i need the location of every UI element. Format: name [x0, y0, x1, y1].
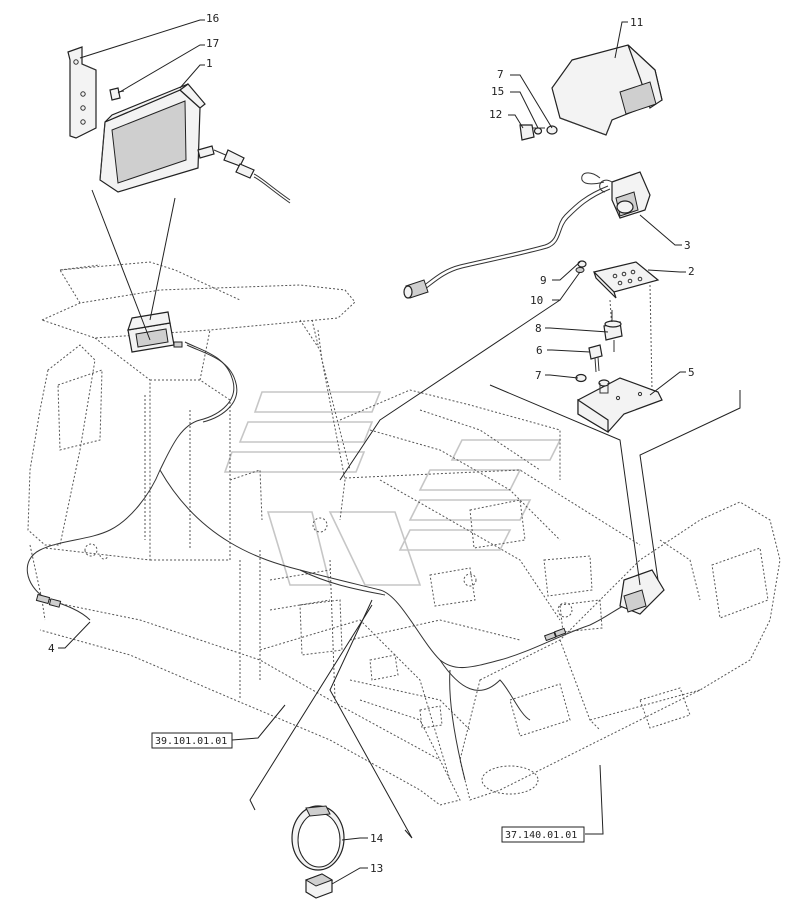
reference-box-1[interactable]: 39.101.01.01 [151, 732, 233, 749]
reference-box-2[interactable]: 37.140.01.01 [501, 826, 585, 843]
callout-5: 5 [688, 366, 695, 379]
callout-7-top: 7 [497, 68, 504, 81]
fasteners-9-10 [575, 260, 587, 273]
callout-15: 15 [491, 85, 504, 98]
part-1-monitor [99, 83, 291, 204]
callout-9: 9 [540, 274, 547, 287]
part-16-bracket [67, 46, 97, 139]
part-3-camera [403, 171, 651, 299]
callout-6: 6 [536, 344, 543, 357]
machine-body-outline [27, 261, 781, 806]
part-8-damper [603, 310, 623, 352]
callout-11: 11 [630, 16, 643, 29]
callout-7-lower: 7 [535, 369, 542, 382]
part-17-screw [109, 87, 125, 101]
callout-10: 10 [530, 294, 543, 307]
reference-label-1: 39.101.01.01 [155, 736, 227, 747]
part-6-bolt [588, 344, 603, 373]
part-2-bracket [592, 261, 660, 391]
callout-12: 12 [489, 108, 502, 121]
callout-8: 8 [535, 322, 542, 335]
callout-4: 4 [48, 642, 55, 655]
callout-1: 1 [206, 57, 213, 70]
watermark-logo [223, 391, 562, 586]
callout-labels: 16 17 1 11 7 15 12 3 2 9 10 8 6 7 5 4 14… [48, 12, 695, 875]
part-14-ring [291, 805, 345, 871]
wiring-harness [26, 341, 626, 781]
callout-14: 14 [370, 832, 384, 845]
leader-lines [58, 19, 741, 885]
callout-3: 3 [684, 239, 691, 252]
part-11-cover [551, 44, 663, 136]
fasteners-7-15-12 [519, 124, 558, 141]
part-13-plug [304, 873, 334, 899]
callout-16: 16 [206, 12, 219, 25]
callout-17: 17 [206, 37, 219, 50]
callout-13: 13 [370, 862, 383, 875]
camera-on-counterweight [619, 569, 665, 615]
part-5-base [577, 377, 663, 434]
monitor-on-cab [127, 311, 183, 353]
callout-2: 2 [688, 265, 695, 278]
reference-label-2: 37.140.01.01 [505, 830, 577, 841]
